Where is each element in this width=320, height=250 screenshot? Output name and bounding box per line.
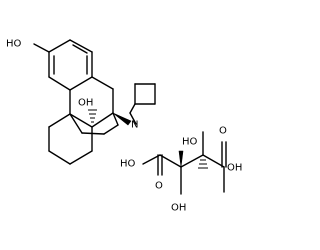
bridge-ring xyxy=(69,76,114,128)
atom-labels: HO OH N HO HO OH OH O O xyxy=(6,39,242,214)
c14-oh-label: OH xyxy=(78,98,93,109)
phenol-oh-label: HO xyxy=(6,39,22,50)
chemical-structure-drawing: HO OH N HO HO OH OH O O xyxy=(6,39,242,214)
cyclobutylmethyl xyxy=(129,83,156,125)
cyclohexane-ring xyxy=(48,113,93,165)
tartaric-left-oh-label: HO xyxy=(120,159,136,170)
tartaric-upper-oh-label: HO xyxy=(182,137,198,148)
hashed-bond-oh xyxy=(88,109,97,123)
nitrogen-label: N xyxy=(131,120,138,131)
tartaric-acid-molecule xyxy=(142,131,227,195)
tartaric-lower-oh-label: OH xyxy=(171,203,186,214)
wedge-bond-n xyxy=(112,112,132,126)
piperidine-ring xyxy=(69,112,119,135)
aromatic-ring xyxy=(48,39,93,91)
carbonyl-o-right-label: O xyxy=(219,126,227,137)
carbonyl-o-left-label: O xyxy=(155,181,163,192)
butorphanol-molecule xyxy=(33,39,156,165)
phenol-bond xyxy=(33,43,50,53)
tartaric-right-oh-label: OH xyxy=(227,163,242,174)
